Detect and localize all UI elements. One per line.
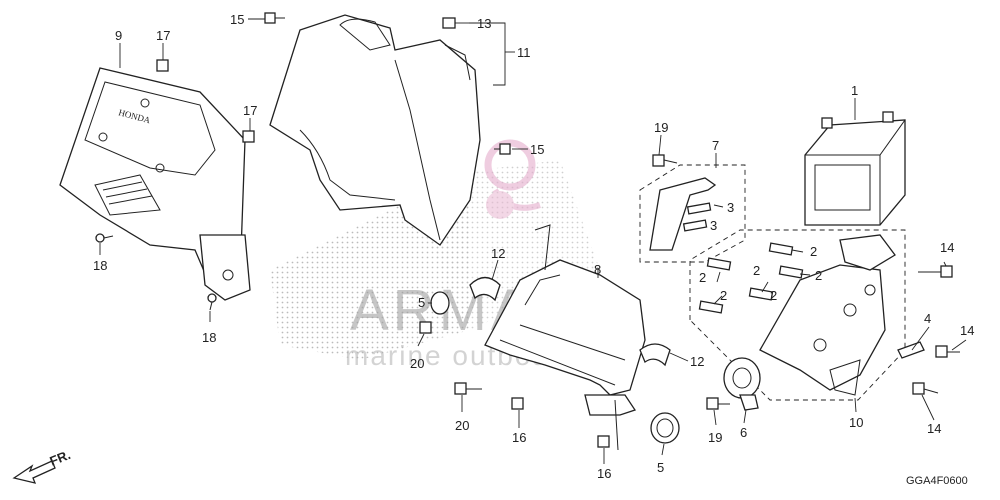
bolt-14-mid <box>935 345 960 358</box>
bolt-14-lower <box>912 382 939 395</box>
front-label: FR. <box>48 447 73 469</box>
callout-13: 13 <box>477 16 491 31</box>
callout-14c: 14 <box>927 421 941 436</box>
grommet-upper <box>430 291 450 315</box>
clip-lower <box>639 343 671 367</box>
main-bracket <box>484 224 646 451</box>
screw-18-lower <box>207 293 217 311</box>
callout-14a: 14 <box>940 240 954 255</box>
bolt-20-lower <box>454 382 482 395</box>
small-bracket <box>897 341 925 359</box>
callout-16a: 16 <box>512 430 526 445</box>
nut-16-lower <box>597 435 610 448</box>
callout-12b: 12 <box>690 354 704 369</box>
callout-15b: 15 <box>530 142 544 157</box>
bolt-19-upper <box>652 154 678 167</box>
bolt-14-upper <box>918 265 953 278</box>
bracket-set <box>639 164 746 263</box>
battery-tray-assembly <box>689 229 906 401</box>
callout-2c: 2 <box>699 270 706 285</box>
clip-17-lower <box>242 130 255 143</box>
callout-8: 8 <box>594 262 601 277</box>
callout-5a: 5 <box>418 295 425 310</box>
callout-11: 11 <box>517 45 531 60</box>
callout-1: 1 <box>851 83 858 98</box>
bolt-15-top <box>264 12 285 24</box>
callout-14b: 14 <box>960 323 974 338</box>
inner-cover <box>269 14 481 246</box>
callout-18b: 18 <box>202 330 216 345</box>
clip-13 <box>442 17 456 29</box>
bolt-20-upper <box>419 321 432 334</box>
grommet-lower <box>650 412 680 444</box>
callout-5b: 5 <box>657 460 664 475</box>
leader-lines <box>99 18 967 464</box>
callout-7: 7 <box>712 138 719 153</box>
callout-17b: 17 <box>243 103 257 118</box>
callout-20a: 20 <box>410 356 424 371</box>
callout-2b: 2 <box>815 268 822 283</box>
nut-16-upper <box>511 397 524 410</box>
callout-labels: 1 2 2 2 2 2 2 3 3 4 5 5 6 7 8 9 10 11 12… <box>93 12 974 481</box>
callout-2a: 2 <box>810 244 817 259</box>
bolt-19-lower <box>706 397 730 410</box>
callout-6: 6 <box>740 425 747 440</box>
callout-16b: 16 <box>597 466 611 481</box>
callout-9: 9 <box>115 28 122 43</box>
callout-12a: 12 <box>491 246 505 261</box>
clip-upper <box>469 276 501 302</box>
callout-4: 4 <box>924 311 931 326</box>
front-cover: HONDA <box>59 67 251 301</box>
callout-3a: 3 <box>727 200 734 215</box>
callout-17a: 17 <box>156 28 170 43</box>
diagram-code: GGA4F0600 <box>906 475 968 487</box>
callout-18a: 18 <box>93 258 107 273</box>
bolt-15-mid <box>494 143 511 155</box>
callout-19a: 19 <box>654 120 668 135</box>
battery <box>804 111 906 226</box>
callout-3b: 3 <box>710 218 717 233</box>
callout-2d: 2 <box>753 263 760 278</box>
callout-2f: 2 <box>770 288 777 303</box>
clip-17-upper <box>156 59 169 72</box>
callout-2e: 2 <box>720 288 727 303</box>
front-direction-arrow: FR. <box>12 447 73 484</box>
callout-15a: 15 <box>230 12 244 27</box>
callout-19b: 19 <box>708 430 722 445</box>
callout-20b: 20 <box>455 418 469 433</box>
horn <box>723 357 761 411</box>
callout-10: 10 <box>849 415 863 430</box>
screw-18-upper <box>95 233 114 243</box>
